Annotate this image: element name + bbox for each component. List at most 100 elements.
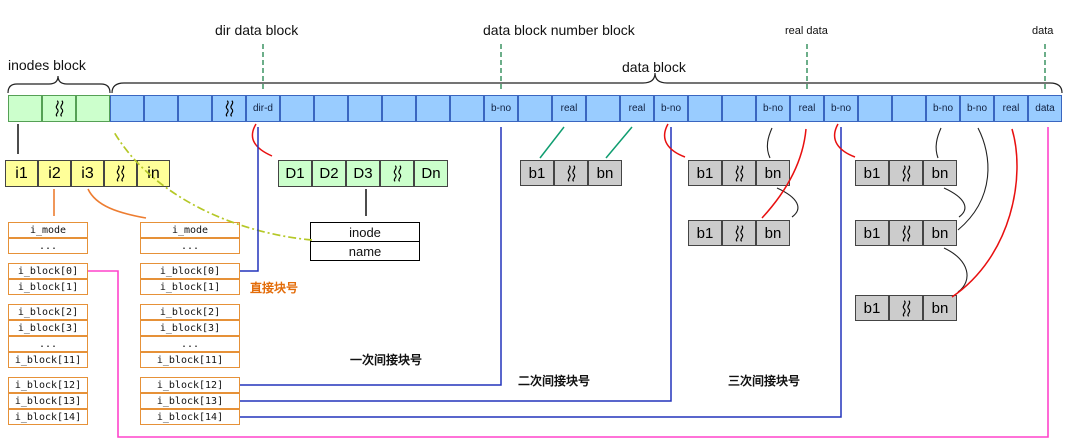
data-block-strip-cell [518, 95, 552, 122]
inode-table-row [140, 368, 240, 377]
wavy-break-icon [902, 224, 910, 242]
inode-table-row: i_block[1] [8, 279, 88, 295]
inode-list-cell: i1 [5, 160, 38, 187]
data-block-strip-cell [178, 95, 212, 122]
block-number-cell [722, 220, 756, 246]
dir-entry-field: inode [310, 222, 420, 242]
wavy-break-icon [567, 164, 575, 182]
data-block-strip-cell: real [790, 95, 824, 122]
inode-table-row [140, 295, 240, 304]
line-direct-block-pointer [240, 127, 259, 272]
block-number-cell: b1 [688, 160, 722, 186]
inode-table-row: i_block[3] [140, 320, 240, 336]
dir-entry-detail-table: inode name [310, 222, 420, 261]
block-number-cell: bn [923, 295, 957, 321]
arrow-dir-block-to-dir-table [251, 123, 273, 157]
label-direct-block-number: 直接块号 [250, 281, 299, 295]
wavy-break-icon [55, 100, 63, 117]
inode-list-cell: i2 [38, 160, 71, 187]
brace-data-block [111, 72, 1063, 94]
arrow-b1-to-real [539, 126, 565, 159]
block-number-cell: bn [756, 160, 790, 186]
data-block-strip-cell [892, 95, 926, 122]
inodes-block-strip [8, 95, 110, 122]
inode-list-cell: i3 [71, 160, 104, 187]
arrow-bno-to-double-l1 [663, 123, 686, 158]
label-triple-indirect-block-number: 三次间接块号 [728, 374, 801, 388]
brace-inodes-block [7, 75, 111, 94]
arrow-triple-l2-to-bno [957, 127, 989, 231]
triple-indirect-l2-table: b1 bn [855, 220, 957, 246]
inode-table-row: i_block[3] [8, 320, 88, 336]
inode-table-row: i_block[0] [140, 263, 240, 279]
data-block-strip-cell [416, 95, 450, 122]
inode-table-1: i_mode ... i_block[0] i_block[1] i_block… [8, 222, 88, 425]
inode-table-2: i_mode ... i_block[0] i_block[1] i_block… [140, 222, 240, 425]
data-block-strip-cell [586, 95, 620, 122]
block-number-cell [889, 220, 923, 246]
block-number-cell [889, 160, 923, 186]
wavy-break-icon [902, 299, 910, 317]
data-block-strip-cell: data [1028, 95, 1062, 122]
inode-table-row [8, 295, 88, 304]
data-block-strip-cell: real [552, 95, 586, 122]
inode-table-row: i_block[0] [8, 263, 88, 279]
inode-table-row: ... [140, 336, 240, 352]
data-block-strip-cell [314, 95, 348, 122]
triple-indirect-l3-table: b1 bn [855, 295, 957, 321]
inode-table-row: i_block[12] [8, 377, 88, 393]
dir-data-table: D1 D2 D3 Dn [278, 160, 448, 187]
arrow-i3-to-inode-table-2 [87, 188, 147, 219]
inode-table-row: i_block[14] [140, 409, 240, 425]
block-number-cell [889, 295, 923, 321]
label-real-data: real data [785, 25, 828, 37]
dir-entry-cell: D2 [312, 160, 346, 187]
data-block-strip: dir-d b-no [110, 95, 1062, 122]
data-block-strip-cell: b-no [654, 95, 688, 122]
inode-table-row: i_block[14] [8, 409, 88, 425]
data-block-strip-cell: b-no [756, 95, 790, 122]
dir-entry-cell [380, 160, 414, 187]
triple-indirect-l1-table: b1 bn [855, 160, 957, 186]
block-number-cell: b1 [855, 160, 889, 186]
data-block-strip-cell: b-no [926, 95, 960, 122]
block-number-cell: b1 [855, 220, 889, 246]
arrow-triple-l1-to-bno [935, 127, 942, 159]
double-indirect-l1-table: b1 bn [688, 160, 790, 186]
inodes-strip-cell [76, 95, 110, 122]
label-single-indirect-block-number: 一次间接块号 [350, 353, 423, 367]
inode-list-row: i1 i2 i3 in [5, 160, 170, 187]
arrow-triple-l3-to-real [951, 128, 1018, 298]
wavy-break-icon [735, 164, 743, 182]
inode-list-cell [104, 160, 137, 187]
data-block-strip-cell [450, 95, 484, 122]
data-block-strip-cell: dir-d [246, 95, 280, 122]
block-number-cell: bn [923, 220, 957, 246]
dir-entry-cell: Dn [414, 160, 448, 187]
data-block-strip-cell [858, 95, 892, 122]
data-block-strip-cell [144, 95, 178, 122]
label-dir-data-block: dir data block [215, 22, 299, 38]
arrow-double-l1-to-l2 [776, 187, 799, 218]
arrow-bno-to-triple-l1 [833, 123, 856, 158]
indirect1-block-table: b1 bn [520, 160, 622, 186]
data-block-strip-cell [280, 95, 314, 122]
inode-table-row: i_block[12] [140, 377, 240, 393]
inode-table-row: i_block[13] [8, 393, 88, 409]
block-number-cell: b1 [855, 295, 889, 321]
data-block-strip-cell: real [994, 95, 1028, 122]
inode-table-row [8, 254, 88, 263]
double-indirect-l2-table: b1 bn [688, 220, 790, 246]
data-block-strip-cell [688, 95, 722, 122]
inode-table-row: i_block[11] [140, 352, 240, 368]
inodes-strip-cell [8, 95, 42, 122]
label-data: data [1032, 25, 1054, 37]
block-number-cell [554, 160, 588, 186]
data-block-strip-cell: b-no [960, 95, 994, 122]
data-block-strip-cell [722, 95, 756, 122]
inode-table-row: i_block[1] [140, 279, 240, 295]
dir-entry-field: name [310, 241, 420, 261]
block-number-cell: bn [588, 160, 622, 186]
block-number-cell: b1 [520, 160, 554, 186]
block-number-cell: b1 [688, 220, 722, 246]
